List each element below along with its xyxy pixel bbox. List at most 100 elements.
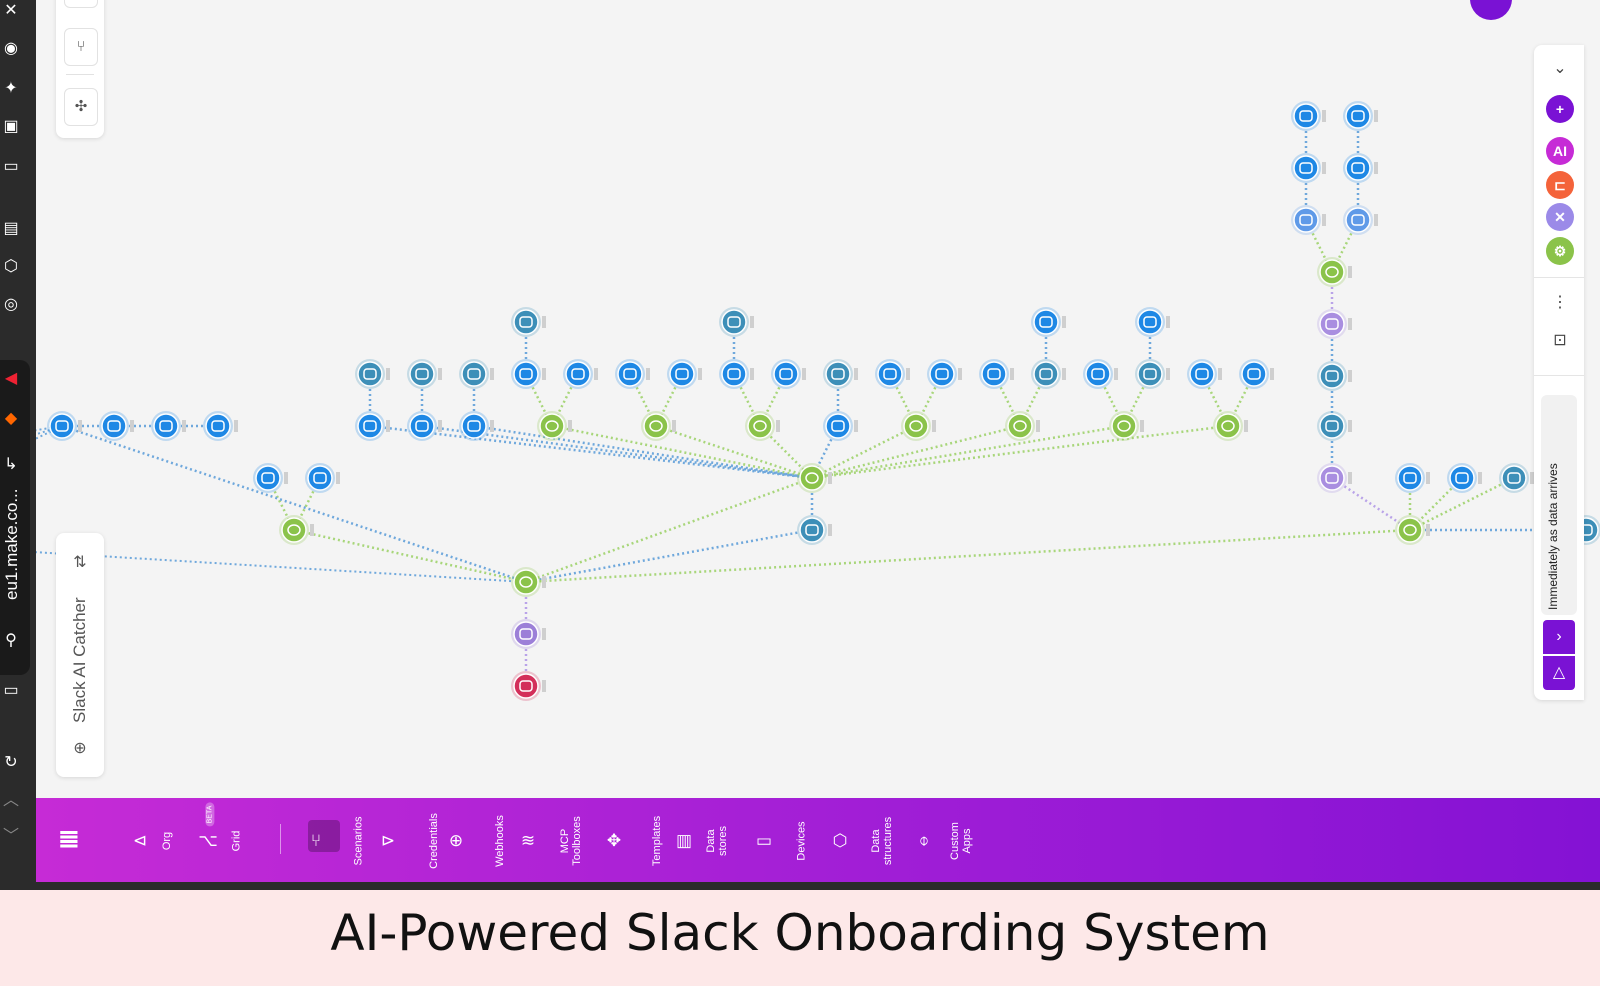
nav-item-templates[interactable]: ✥Templates (602, 810, 682, 872)
triangle-app-icon[interactable]: ◀ (4, 370, 18, 387)
module-node[interactable] (1135, 359, 1170, 389)
camera-icon[interactable]: ◎ (4, 296, 18, 313)
more-options-button[interactable]: ⋮ (64, 0, 98, 8)
module-node[interactable] (797, 515, 832, 545)
nav-item-credentials[interactable]: ⊳Credentials (376, 810, 462, 872)
warning-icon[interactable]: △ (1543, 656, 1575, 690)
nav-item-mcp[interactable]: ≋MCP Toolboxes (516, 810, 596, 872)
scenario-graph[interactable] (0, 0, 1600, 890)
module-node[interactable] (253, 463, 288, 493)
router-node[interactable] (1109, 411, 1144, 441)
router-node[interactable] (797, 463, 832, 493)
module-node[interactable] (1291, 153, 1326, 183)
router-node[interactable] (537, 411, 572, 441)
module-node[interactable] (1187, 359, 1222, 389)
make-tab-icon[interactable]: ⚲ (5, 632, 17, 649)
ai-button[interactable]: AI (1546, 137, 1574, 165)
add-module-button[interactable]: + (1546, 95, 1574, 123)
eye-icon[interactable]: ◉ (4, 40, 18, 57)
nav-item-scenarios[interactable]: ⑂Scenarios (304, 810, 383, 872)
module-node[interactable] (1135, 307, 1170, 337)
module-node[interactable] (511, 307, 546, 337)
flow-control-node[interactable] (511, 619, 546, 649)
settings-sliders-icon[interactable]: ⇅ (73, 554, 87, 571)
module-node[interactable] (511, 359, 546, 389)
module-node[interactable] (979, 359, 1014, 389)
flow-control-button[interactable]: ⑂ (64, 28, 98, 66)
module-node[interactable] (771, 359, 806, 389)
webhook-node[interactable] (511, 671, 546, 701)
router-node[interactable] (745, 411, 780, 441)
module-node[interactable] (823, 411, 858, 441)
module-node[interactable] (1343, 101, 1378, 131)
router-node[interactable] (1005, 411, 1040, 441)
module-node[interactable] (1317, 361, 1352, 391)
chevron-down-icon[interactable]: ﹀ (2, 828, 19, 845)
module-node[interactable] (459, 359, 494, 389)
module-node[interactable] (823, 359, 858, 389)
router-node[interactable] (641, 411, 676, 441)
module-node[interactable] (1291, 101, 1326, 131)
gallery-icon[interactable]: ▤ (3, 220, 19, 237)
module-node[interactable] (1031, 359, 1066, 389)
sparkle-icon[interactable]: ✦ (4, 80, 18, 97)
module-node[interactable] (1395, 463, 1430, 493)
module-node[interactable] (1317, 411, 1352, 441)
module-node[interactable] (1239, 359, 1274, 389)
flow-tools-button[interactable]: ✕ (1546, 203, 1574, 231)
extension-icon[interactable]: ⬡ (4, 258, 18, 275)
module-node[interactable] (1499, 463, 1534, 493)
bookmark-icon[interactable]: ▣ (3, 118, 19, 135)
module-node[interactable] (667, 359, 702, 389)
run-once-button[interactable]: › (1543, 620, 1575, 654)
module-node[interactable] (407, 411, 442, 441)
module-node[interactable] (875, 359, 910, 389)
reload-icon[interactable]: ↻ (4, 754, 18, 771)
module-node[interactable] (719, 359, 754, 389)
module-node[interactable] (47, 411, 82, 441)
tools-button[interactable]: ⊏ (1546, 171, 1574, 199)
module-node[interactable] (99, 411, 134, 441)
auto-align-button[interactable]: ✣ (64, 88, 98, 126)
nav-item-customapps[interactable]: ⌽Custom Apps (912, 810, 980, 872)
router-node[interactable] (1395, 515, 1430, 545)
router-node[interactable] (511, 567, 546, 597)
router-node[interactable] (1213, 411, 1248, 441)
module-node[interactable] (151, 411, 186, 441)
brave-icon[interactable]: ◆ (4, 410, 18, 427)
module-node[interactable] (407, 359, 442, 389)
module-node[interactable] (1083, 359, 1118, 389)
tools-node[interactable] (1317, 463, 1352, 493)
module-node[interactable] (203, 411, 238, 441)
module-node[interactable] (719, 307, 754, 337)
app-logo-icon[interactable]: ✕ (4, 2, 18, 19)
notes-icon[interactable]: ⊡ (1553, 332, 1567, 349)
schedule-panel[interactable] (1541, 395, 1577, 615)
tab-url[interactable]: eu1.make.co... (2, 488, 21, 600)
tab-icon[interactable]: ↳ (4, 456, 18, 473)
scenario-title[interactable]: Slack AI Catcher (70, 597, 89, 723)
nav-item-devices[interactable]: ▭Devices (752, 810, 821, 872)
tools-node[interactable] (1317, 309, 1352, 339)
nav-item-webhooks[interactable]: ⊕Webhooks (444, 810, 526, 872)
nav-item-datastores[interactable]: ▥Data stores (672, 810, 732, 872)
download-icon[interactable]: ⊕ (73, 740, 87, 757)
module-node[interactable] (1447, 463, 1482, 493)
module-node[interactable] (305, 463, 340, 493)
chevron-down-icon[interactable]: ⌄ (1553, 60, 1567, 77)
router-node[interactable] (279, 515, 314, 545)
module-node[interactable] (1031, 307, 1066, 337)
make-logo-icon[interactable]: ≣ (58, 823, 80, 853)
gear-icon[interactable]: ⚙ (1546, 237, 1574, 265)
router-node[interactable] (901, 411, 936, 441)
module-node[interactable] (927, 359, 962, 389)
ticket-icon[interactable]: ▭ (3, 682, 19, 699)
nav-item-datastructures[interactable]: ⬡Data structures (828, 810, 906, 872)
chevron-up-icon[interactable]: ︿ (2, 792, 19, 809)
module-node[interactable] (459, 411, 494, 441)
nav-item-org[interactable]: ⊲Org (128, 810, 176, 872)
module-node[interactable] (1343, 205, 1378, 235)
module-node[interactable] (563, 359, 598, 389)
window-icon[interactable]: ▭ (3, 158, 19, 175)
module-node[interactable] (355, 411, 390, 441)
